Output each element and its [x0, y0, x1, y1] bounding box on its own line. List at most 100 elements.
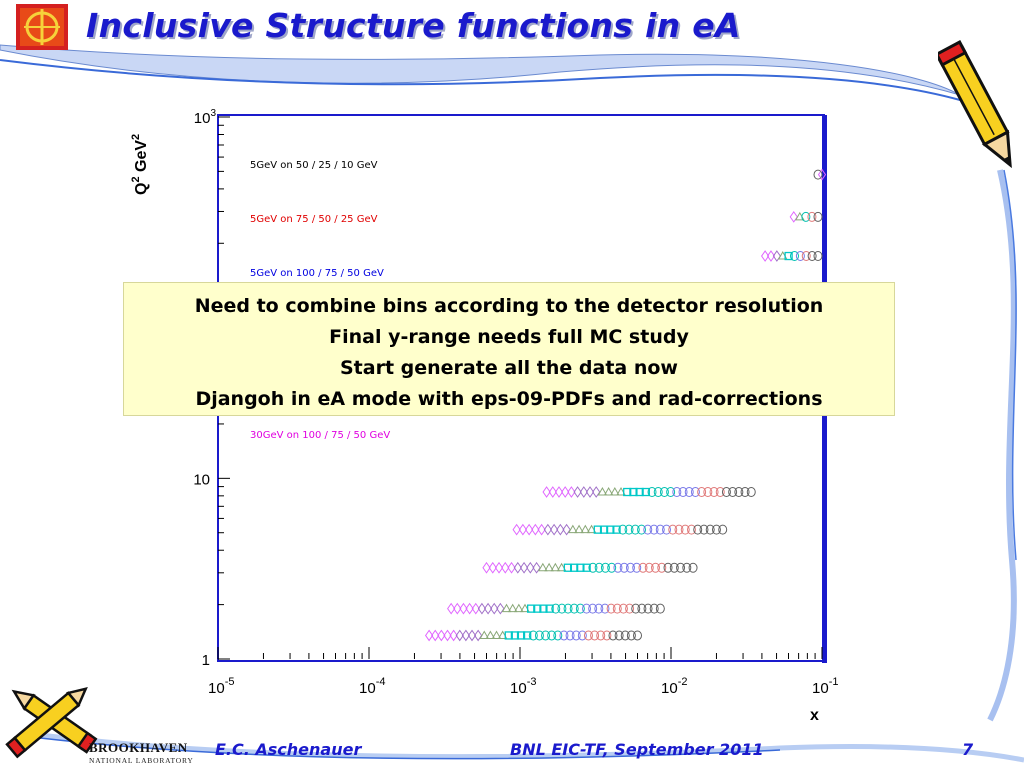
- data-point-circle: [625, 603, 635, 614]
- legend-entry: 5GeV on 100 / 75 / 50 GeV: [250, 268, 384, 279]
- data-point-circle: [588, 603, 598, 614]
- data-point-circle: [613, 562, 623, 573]
- bnl-logo: BROOKHAVEN NATIONAL LABORATORY: [89, 740, 194, 765]
- y-tick-label: 10: [193, 471, 210, 488]
- x-tick-label: 10-5: [208, 676, 234, 697]
- data-point-circle: [590, 630, 600, 641]
- data-point-diamond: [482, 561, 491, 574]
- data-point-circle: [672, 487, 682, 498]
- data-point-diamond: [518, 523, 527, 536]
- data-point-circle: [653, 487, 663, 498]
- data-point-diamond: [488, 561, 497, 574]
- data-point-circle: [651, 562, 661, 573]
- data-point-diamond: [512, 523, 521, 536]
- pencil-icon: [938, 40, 1012, 169]
- data-point-circle: [690, 487, 700, 498]
- data-point-square: [563, 563, 573, 572]
- data-point-diamond: [542, 486, 551, 498]
- data-point-diamond: [437, 629, 446, 642]
- data-point-circle: [619, 562, 629, 573]
- data-point-diamond: [513, 561, 522, 574]
- x-tick-label: 10-3: [510, 676, 536, 697]
- data-point-triangle: [586, 524, 597, 534]
- data-point-circle: [559, 630, 569, 641]
- data-point-circle: [565, 630, 575, 641]
- data-point-circle: [626, 630, 636, 641]
- data-point-diamond: [477, 602, 487, 615]
- data-point-circle: [795, 251, 805, 262]
- data-point-diamond: [443, 629, 452, 642]
- data-point-diamond: [494, 561, 504, 574]
- data-point-diamond: [490, 602, 499, 615]
- data-point-circle: [684, 487, 694, 498]
- data-point-triangle: [513, 603, 524, 613]
- data-point-circle: [637, 603, 647, 614]
- data-point-diamond: [471, 602, 480, 615]
- data-point-square: [623, 487, 632, 497]
- data-point-square: [569, 563, 579, 572]
- data-point-circle: [618, 603, 628, 614]
- data-point-circle: [618, 524, 628, 535]
- crossed-pencils-icon: [5, 686, 98, 759]
- data-point-circle: [813, 211, 823, 222]
- data-point-circle: [715, 487, 725, 498]
- data-point-square: [612, 525, 621, 534]
- x-tick-label: 10-2: [661, 676, 687, 697]
- data-point-square: [533, 604, 542, 613]
- data-point-circle: [662, 524, 672, 535]
- data-point-triangle: [597, 487, 608, 496]
- data-point-diamond: [526, 561, 535, 574]
- data-point-diamond: [543, 523, 552, 536]
- data-point-circle: [649, 524, 659, 535]
- data-point-circle: [678, 487, 688, 498]
- data-point-circle: [734, 487, 744, 498]
- data-point-circle: [582, 603, 592, 614]
- data-point-circle: [620, 630, 630, 641]
- data-point-diamond: [483, 602, 493, 615]
- data-point-circle: [711, 524, 721, 535]
- data-point-diamond: [561, 486, 570, 498]
- data-point-circle: [630, 524, 640, 535]
- data-point-triangle: [520, 603, 530, 613]
- data-point-diamond: [772, 250, 781, 262]
- data-point-circle: [655, 603, 665, 614]
- data-point-square: [516, 631, 526, 640]
- data-point-diamond: [431, 629, 440, 642]
- data-point-circle: [644, 562, 654, 573]
- data-point-circle: [600, 562, 610, 573]
- data-point-circle: [577, 630, 587, 641]
- data-point-diamond: [573, 486, 582, 498]
- data-point-diamond: [554, 486, 564, 498]
- data-point-diamond: [525, 523, 534, 536]
- data-point-diamond: [467, 629, 477, 642]
- data-point-circle: [728, 487, 738, 498]
- data-point-circle: [624, 524, 634, 535]
- lab-logo-icon: [16, 4, 68, 50]
- data-point-circle: [612, 603, 622, 614]
- data-point-diamond: [592, 486, 601, 498]
- data-point-diamond: [519, 561, 529, 574]
- y-tick-label: 103: [194, 108, 217, 127]
- data-point-circle: [718, 524, 728, 535]
- data-point-circle: [705, 524, 715, 535]
- data-point-diamond: [474, 629, 483, 642]
- data-point-square: [593, 525, 602, 534]
- data-point-circle: [625, 562, 635, 573]
- data-point-circle: [688, 562, 698, 573]
- data-point-diamond: [556, 523, 565, 536]
- data-point-square: [635, 487, 644, 497]
- data-point-diamond: [447, 602, 456, 615]
- data-point-circle: [657, 562, 667, 573]
- data-point-square: [523, 631, 532, 640]
- data-point-diamond: [496, 602, 505, 615]
- data-point-circle: [528, 630, 538, 641]
- data-point-square: [606, 525, 615, 534]
- data-point-circle: [563, 603, 573, 614]
- data-point-circle: [575, 603, 585, 614]
- data-point-circle: [600, 603, 610, 614]
- data-point-circle: [547, 630, 557, 641]
- data-point-triangle: [507, 603, 518, 613]
- data-point-diamond: [817, 168, 827, 181]
- data-point-circle: [534, 630, 544, 641]
